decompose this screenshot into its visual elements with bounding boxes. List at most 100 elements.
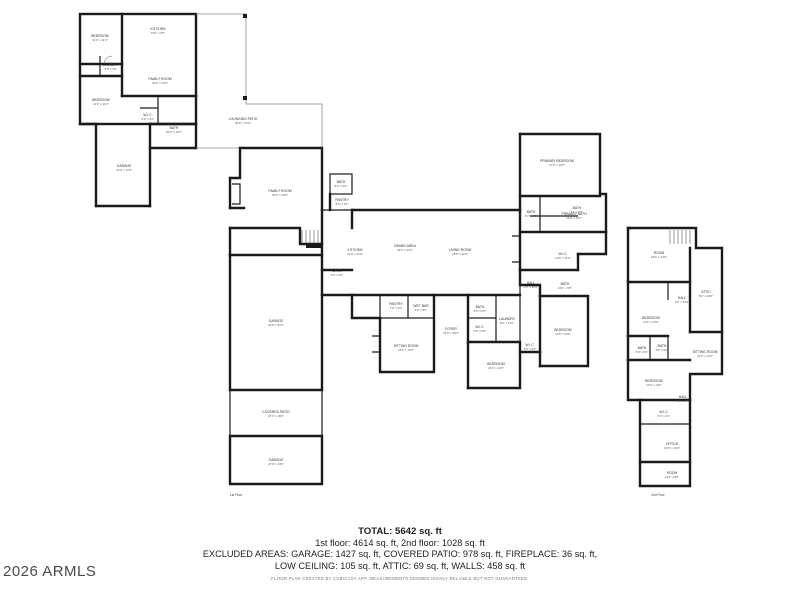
lounging-patio-outline xyxy=(196,13,323,149)
room-dimension: 13'0" x 10'0" xyxy=(566,216,582,220)
second-floor-south-walls xyxy=(638,398,692,488)
excluded-areas-2: LOW CEILING: 105 sq. ft, ATTIC: 69 sq. f… xyxy=(274,560,526,571)
room-label: BEDROOM xyxy=(92,98,110,102)
room-label: BATH xyxy=(658,344,667,348)
room-label: GARAGE xyxy=(269,458,284,462)
room-label: W.I.C. xyxy=(659,410,668,414)
floor-plan: BEDROOM 11'0" x 11'0" KITCHEN 10'0" x 8'… xyxy=(78,12,724,497)
room-label: FAMILY ROOM xyxy=(148,77,171,81)
total-area: TOTAL: 5642 sq. ft xyxy=(358,526,442,537)
room-label: W.I.C. xyxy=(332,269,341,273)
room-label: BATH xyxy=(573,206,582,210)
room-dimension: 5'0" x 5'0" xyxy=(656,348,669,352)
room-dimension: 5'0" x 5'0" xyxy=(331,273,344,277)
room-dimension: 17'0" x 15'0" xyxy=(549,163,565,167)
guest-house: BEDROOM 11'0" x 11'0" KITCHEN 10'0" x 8'… xyxy=(78,12,323,208)
room-dimension: 16'0" x 13'0" xyxy=(152,81,168,85)
room-label: PRIMARY BATH xyxy=(561,212,587,216)
room-dimension: 14'0" x 21'0" xyxy=(347,252,363,256)
garage-walls xyxy=(228,253,324,392)
wall xyxy=(228,226,324,246)
floor-label-first: 1st Floor xyxy=(230,493,243,497)
second-floor: ROOM 16'0" x 14'0" HALL 3'0" x 12'0" ATT… xyxy=(626,226,724,497)
room-label: ROOM xyxy=(667,471,678,475)
bath-walls xyxy=(329,173,353,195)
post xyxy=(243,96,247,100)
room-label: PRIMARY BEDROOM xyxy=(540,159,574,163)
room-dimension: 11'0" x 11'0" xyxy=(93,102,108,106)
room-label: KITCHEN xyxy=(348,248,363,252)
room-label: FAMILY ROOM xyxy=(268,189,291,193)
room-dimension: 8'0" x 6'0" xyxy=(335,184,348,188)
stairs xyxy=(669,230,691,244)
room-dimension: 14'0" x 17'0" xyxy=(116,168,132,172)
excluded-areas: EXCLUDED AREAS: GARAGE: 1427 sq. ft, COV… xyxy=(202,549,598,559)
fireplace xyxy=(372,335,381,353)
room-dimension: 3'0" x 10'0" xyxy=(676,399,690,403)
room-dimension: 3'0" x 12'0" xyxy=(675,300,689,304)
south-bedroom-walls xyxy=(466,340,522,390)
room-label: BATH xyxy=(337,180,346,184)
room-label: ATTIC xyxy=(701,290,711,294)
room-label: W.I.C. xyxy=(525,343,534,347)
room-dimension: 11'0" x 10'0" xyxy=(646,383,662,387)
room-dimension: 10'0" x 8'0" xyxy=(665,475,679,479)
room-dimension: 10'0" x 10'0" xyxy=(166,130,182,134)
disclaimer: FLOOR PLAN CREATED BY CUBICASA APP. MEAS… xyxy=(271,576,529,581)
main-house: FAMILY ROOM 20'0" x 18'0" BATH 8'0" x 6'… xyxy=(228,132,608,497)
room-label: BEDROOM xyxy=(91,34,109,38)
room-dimension: 10'0" x 11'0" xyxy=(555,256,571,260)
room-label: OFFICE xyxy=(666,442,679,446)
step xyxy=(306,244,322,248)
room-label: GARAGE xyxy=(117,164,132,168)
room-dimension: 13'0" x 12'0" xyxy=(488,366,504,370)
room-label: PANTRY xyxy=(389,302,403,306)
room-label: COVERED PATIO xyxy=(262,410,290,414)
room-label: SITTING ROOM xyxy=(693,350,718,354)
room-label: W.I.C. xyxy=(143,113,152,117)
second-floor-walls xyxy=(626,226,724,402)
room-label: BEDROOM xyxy=(645,379,663,383)
room-label: LAUNDRY xyxy=(499,317,516,321)
room-label: BATH xyxy=(561,282,570,286)
room-label: BATH xyxy=(527,210,536,214)
room-dimension: 16'0" x 14'0" xyxy=(651,255,667,259)
room-dimension: 11'0" x 11'0" xyxy=(92,38,107,42)
room-label: WET BAR xyxy=(413,304,429,308)
room-dimension: 23'0" x 13'0" xyxy=(268,462,284,466)
room-dimension: 10'0" x 10'0" xyxy=(664,446,680,450)
mls-watermark: 2026 ARMLS xyxy=(3,563,97,580)
room-label: LAUNDRY xyxy=(103,63,120,67)
room-dimension: 15'0" x 21'0" xyxy=(397,248,413,252)
stairs xyxy=(301,230,319,244)
fireplace xyxy=(232,183,241,205)
room-dimension: 5'0" x 5'0" xyxy=(636,350,649,354)
room-dimension: 5'0" x 4'0" xyxy=(336,202,349,206)
room-dimension: 24'0" x 31'0" xyxy=(268,323,284,327)
room-label: LOUNGING PATIO xyxy=(229,117,258,121)
room-dimension: 12'0" x 13'0" xyxy=(555,332,571,336)
room-label: GARAGE xyxy=(269,319,284,323)
room-dimension: 11'0" x 12'0" xyxy=(697,354,713,358)
room-label: KITCHEN xyxy=(151,27,166,31)
room-label: HALL xyxy=(527,281,536,285)
room-label: W.I.C. xyxy=(475,325,484,329)
room-dimension: 8'0" x 22'0" xyxy=(699,294,713,298)
room-label: HALL xyxy=(679,395,688,399)
room-dimension: 18'0" x 21'0" xyxy=(452,252,468,256)
room-dimension: 12'0" x 13'0" xyxy=(398,348,414,352)
room-dimension: 20'0" x 18'0" xyxy=(272,193,288,197)
room-dimension: 5'0" x 5'0" xyxy=(474,329,487,333)
room-dimension: 7'0" x 6'0" xyxy=(390,306,403,310)
post xyxy=(243,14,247,18)
room-dimension: 10'0" x 18'0" xyxy=(443,331,459,335)
room-label: LIVING ROOM xyxy=(449,248,472,252)
room-dimension: 8'0" x 11'0" xyxy=(500,321,514,325)
room-dimension: 8'0" x 5'0" xyxy=(474,309,487,313)
room-label: W.I.C. xyxy=(558,252,567,256)
room-label: BATH xyxy=(476,305,485,309)
room-label: HALL xyxy=(678,296,687,300)
room-dimension: 3'0" x 10'0" xyxy=(524,285,538,289)
room-label: BATH xyxy=(638,346,647,350)
room-dimension: 6'0" x 4'0" xyxy=(524,347,537,351)
